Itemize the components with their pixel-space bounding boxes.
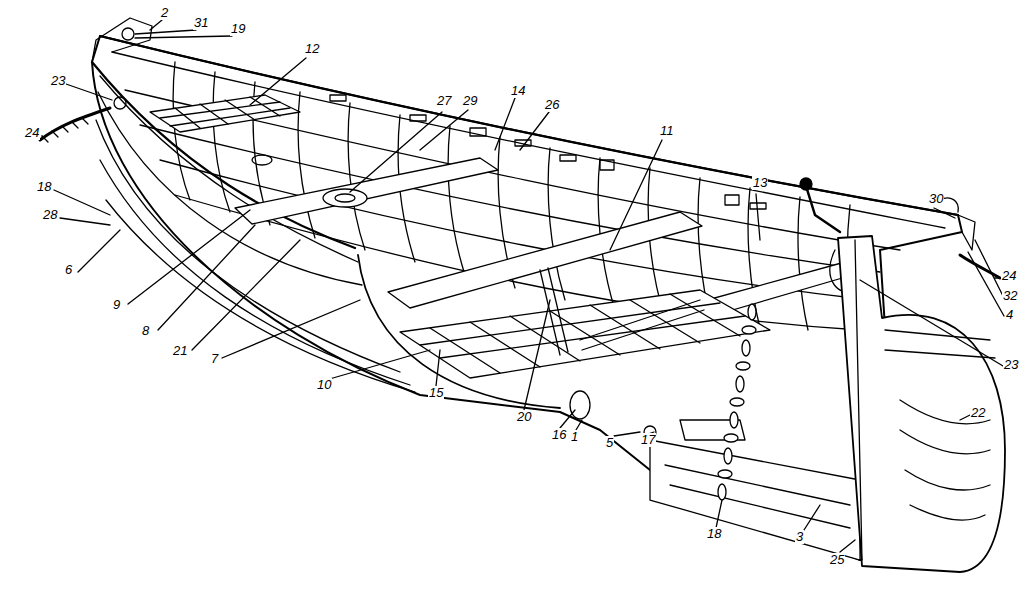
callout-number: 11 xyxy=(659,124,675,138)
callout-number: 32 xyxy=(1002,289,1018,303)
callout-number: 1 xyxy=(570,430,579,444)
callout-number: 22 xyxy=(970,406,986,420)
callout-number: 24 xyxy=(1001,269,1017,283)
callout-number: 7 xyxy=(210,352,219,366)
callout-number: 18 xyxy=(706,527,722,541)
callout-number: 13 xyxy=(752,176,768,190)
callout-number: 25 xyxy=(829,553,845,567)
callout-number: 31 xyxy=(193,16,209,30)
callout-number: 8 xyxy=(141,324,150,338)
callout-number: 19 xyxy=(230,22,246,36)
callout-number: 3 xyxy=(795,530,804,544)
callout-number: 30 xyxy=(928,192,944,206)
callout-number: 23 xyxy=(50,74,66,88)
callout-number: 10 xyxy=(316,378,332,392)
callout-number: 17 xyxy=(640,433,656,447)
callout-number: 4 xyxy=(1005,308,1014,322)
callout-number: 14 xyxy=(510,84,526,98)
callout-number: 6 xyxy=(64,263,73,277)
callout-number: 18 xyxy=(36,180,52,194)
callout-number: 9 xyxy=(112,298,121,312)
callout-number: 5 xyxy=(605,436,614,450)
callout-number: 20 xyxy=(516,410,532,424)
callout-number: 15 xyxy=(428,386,444,400)
callout-number: 24 xyxy=(24,126,40,140)
callout-number: 28 xyxy=(42,208,58,222)
callout-number: 26 xyxy=(544,98,560,112)
callout-number: 29 xyxy=(462,94,478,108)
callout-number: 16 xyxy=(551,428,567,442)
callout-number: 21 xyxy=(172,344,188,358)
callout-number: 12 xyxy=(304,42,320,56)
callout-number: 27 xyxy=(436,94,452,108)
callout-number: 2 xyxy=(160,6,169,20)
callout-number: 23 xyxy=(1003,358,1019,372)
